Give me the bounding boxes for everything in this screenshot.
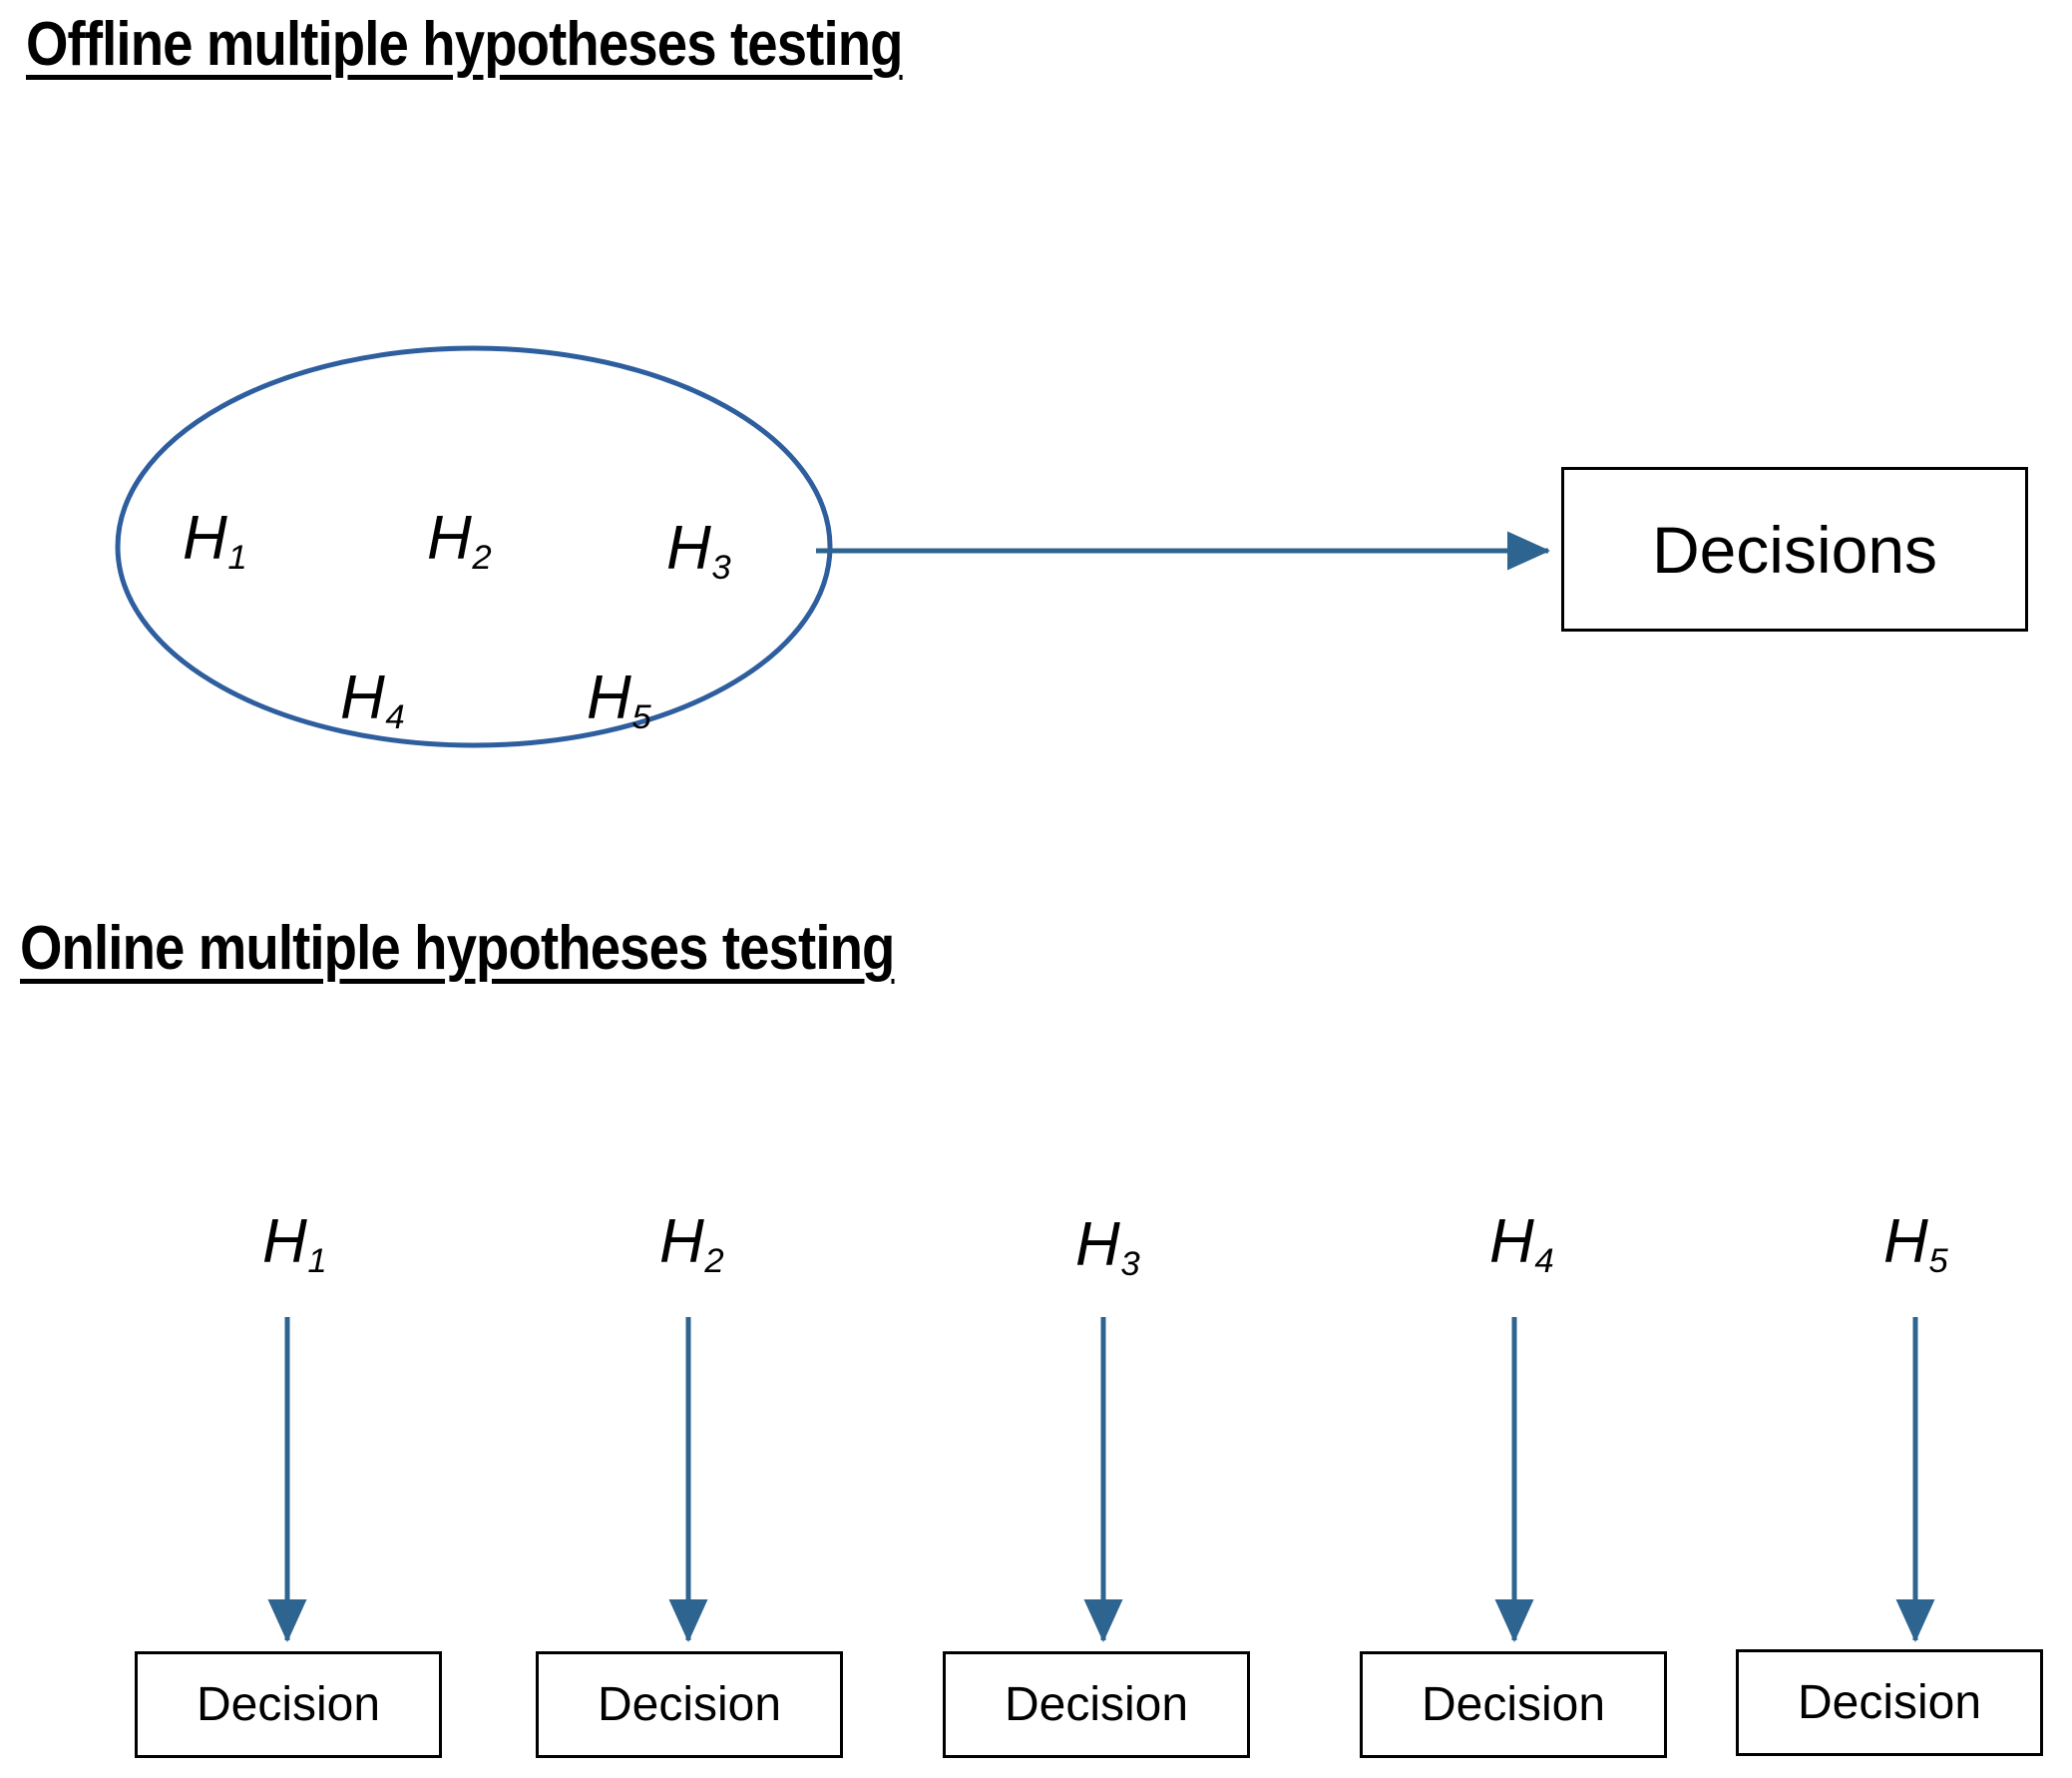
online-hypothesis-base-h2: H [658, 1207, 704, 1276]
offline-section-title: Offline multiple hypotheses testing [26, 10, 904, 79]
hypothesis-label-h4: H4 [339, 664, 405, 735]
online-section-title: Online multiple hypotheses testing [20, 914, 895, 983]
decision-box-5-label: Decision [1797, 1676, 1982, 1729]
online-hypothesis-label-h5: H5 [1883, 1211, 1948, 1279]
online-hypothesis-label-h2: H2 [659, 1211, 724, 1279]
decision-box-4-label: Decision [1421, 1678, 1606, 1731]
hypothesis-base-h2: H [426, 504, 472, 573]
decision-box-1[interactable]: Decision [135, 1651, 442, 1758]
online-hypothesis-base-h1: H [261, 1207, 307, 1276]
decisions-box[interactable]: Decisions [1561, 467, 2028, 632]
online-hypothesis-base-h4: H [1488, 1207, 1534, 1276]
decision-box-3[interactable]: Decision [943, 1651, 1250, 1758]
hypothesis-label-h3: H3 [666, 518, 731, 586]
online-hypothesis-label-h4: H4 [1489, 1211, 1554, 1279]
decision-box-2-label: Decision [597, 1678, 782, 1731]
hypothesis-label-h2: H2 [427, 508, 492, 576]
hypothesis-label-h1: H1 [183, 508, 247, 576]
online-hypothesis-sub-h2: 2 [704, 1242, 724, 1281]
online-hypothesis-base-h5: H [1882, 1207, 1928, 1276]
hypothesis-base-h5: H [586, 664, 631, 732]
hypothesis-sub-h5: 5 [631, 698, 651, 737]
online-hypothesis-sub-h4: 4 [1534, 1242, 1554, 1281]
online-hypothesis-label-h3: H3 [1075, 1214, 1140, 1282]
hypothesis-base-h3: H [665, 514, 711, 583]
hypothesis-sub-h2: 2 [472, 539, 492, 578]
online-arrow-group [267, 1317, 1935, 1643]
hypothesis-sub-h1: 1 [227, 539, 247, 578]
hypothesis-sub-h4: 4 [385, 698, 405, 737]
hypothesis-base-h4: H [339, 664, 385, 732]
hypothesis-label-h5: H5 [586, 664, 651, 735]
decision-box-1-label: Decision [196, 1678, 381, 1731]
online-hypothesis-sub-h3: 3 [1120, 1245, 1140, 1284]
online-hypothesis-label-h1: H1 [262, 1211, 327, 1279]
hypothesis-sub-h3: 3 [711, 549, 731, 588]
online-hypothesis-sub-h1: 1 [307, 1242, 327, 1281]
decision-box-5[interactable]: Decision [1736, 1649, 2043, 1756]
online-hypothesis-base-h3: H [1074, 1210, 1120, 1279]
decision-box-4[interactable]: Decision [1360, 1651, 1667, 1758]
decisions-box-label: Decisions [1651, 512, 1938, 587]
decision-box-2[interactable]: Decision [536, 1651, 843, 1758]
online-hypothesis-sub-h5: 5 [1928, 1242, 1948, 1281]
decision-box-3-label: Decision [1004, 1678, 1189, 1731]
hypothesis-base-h1: H [182, 504, 227, 573]
